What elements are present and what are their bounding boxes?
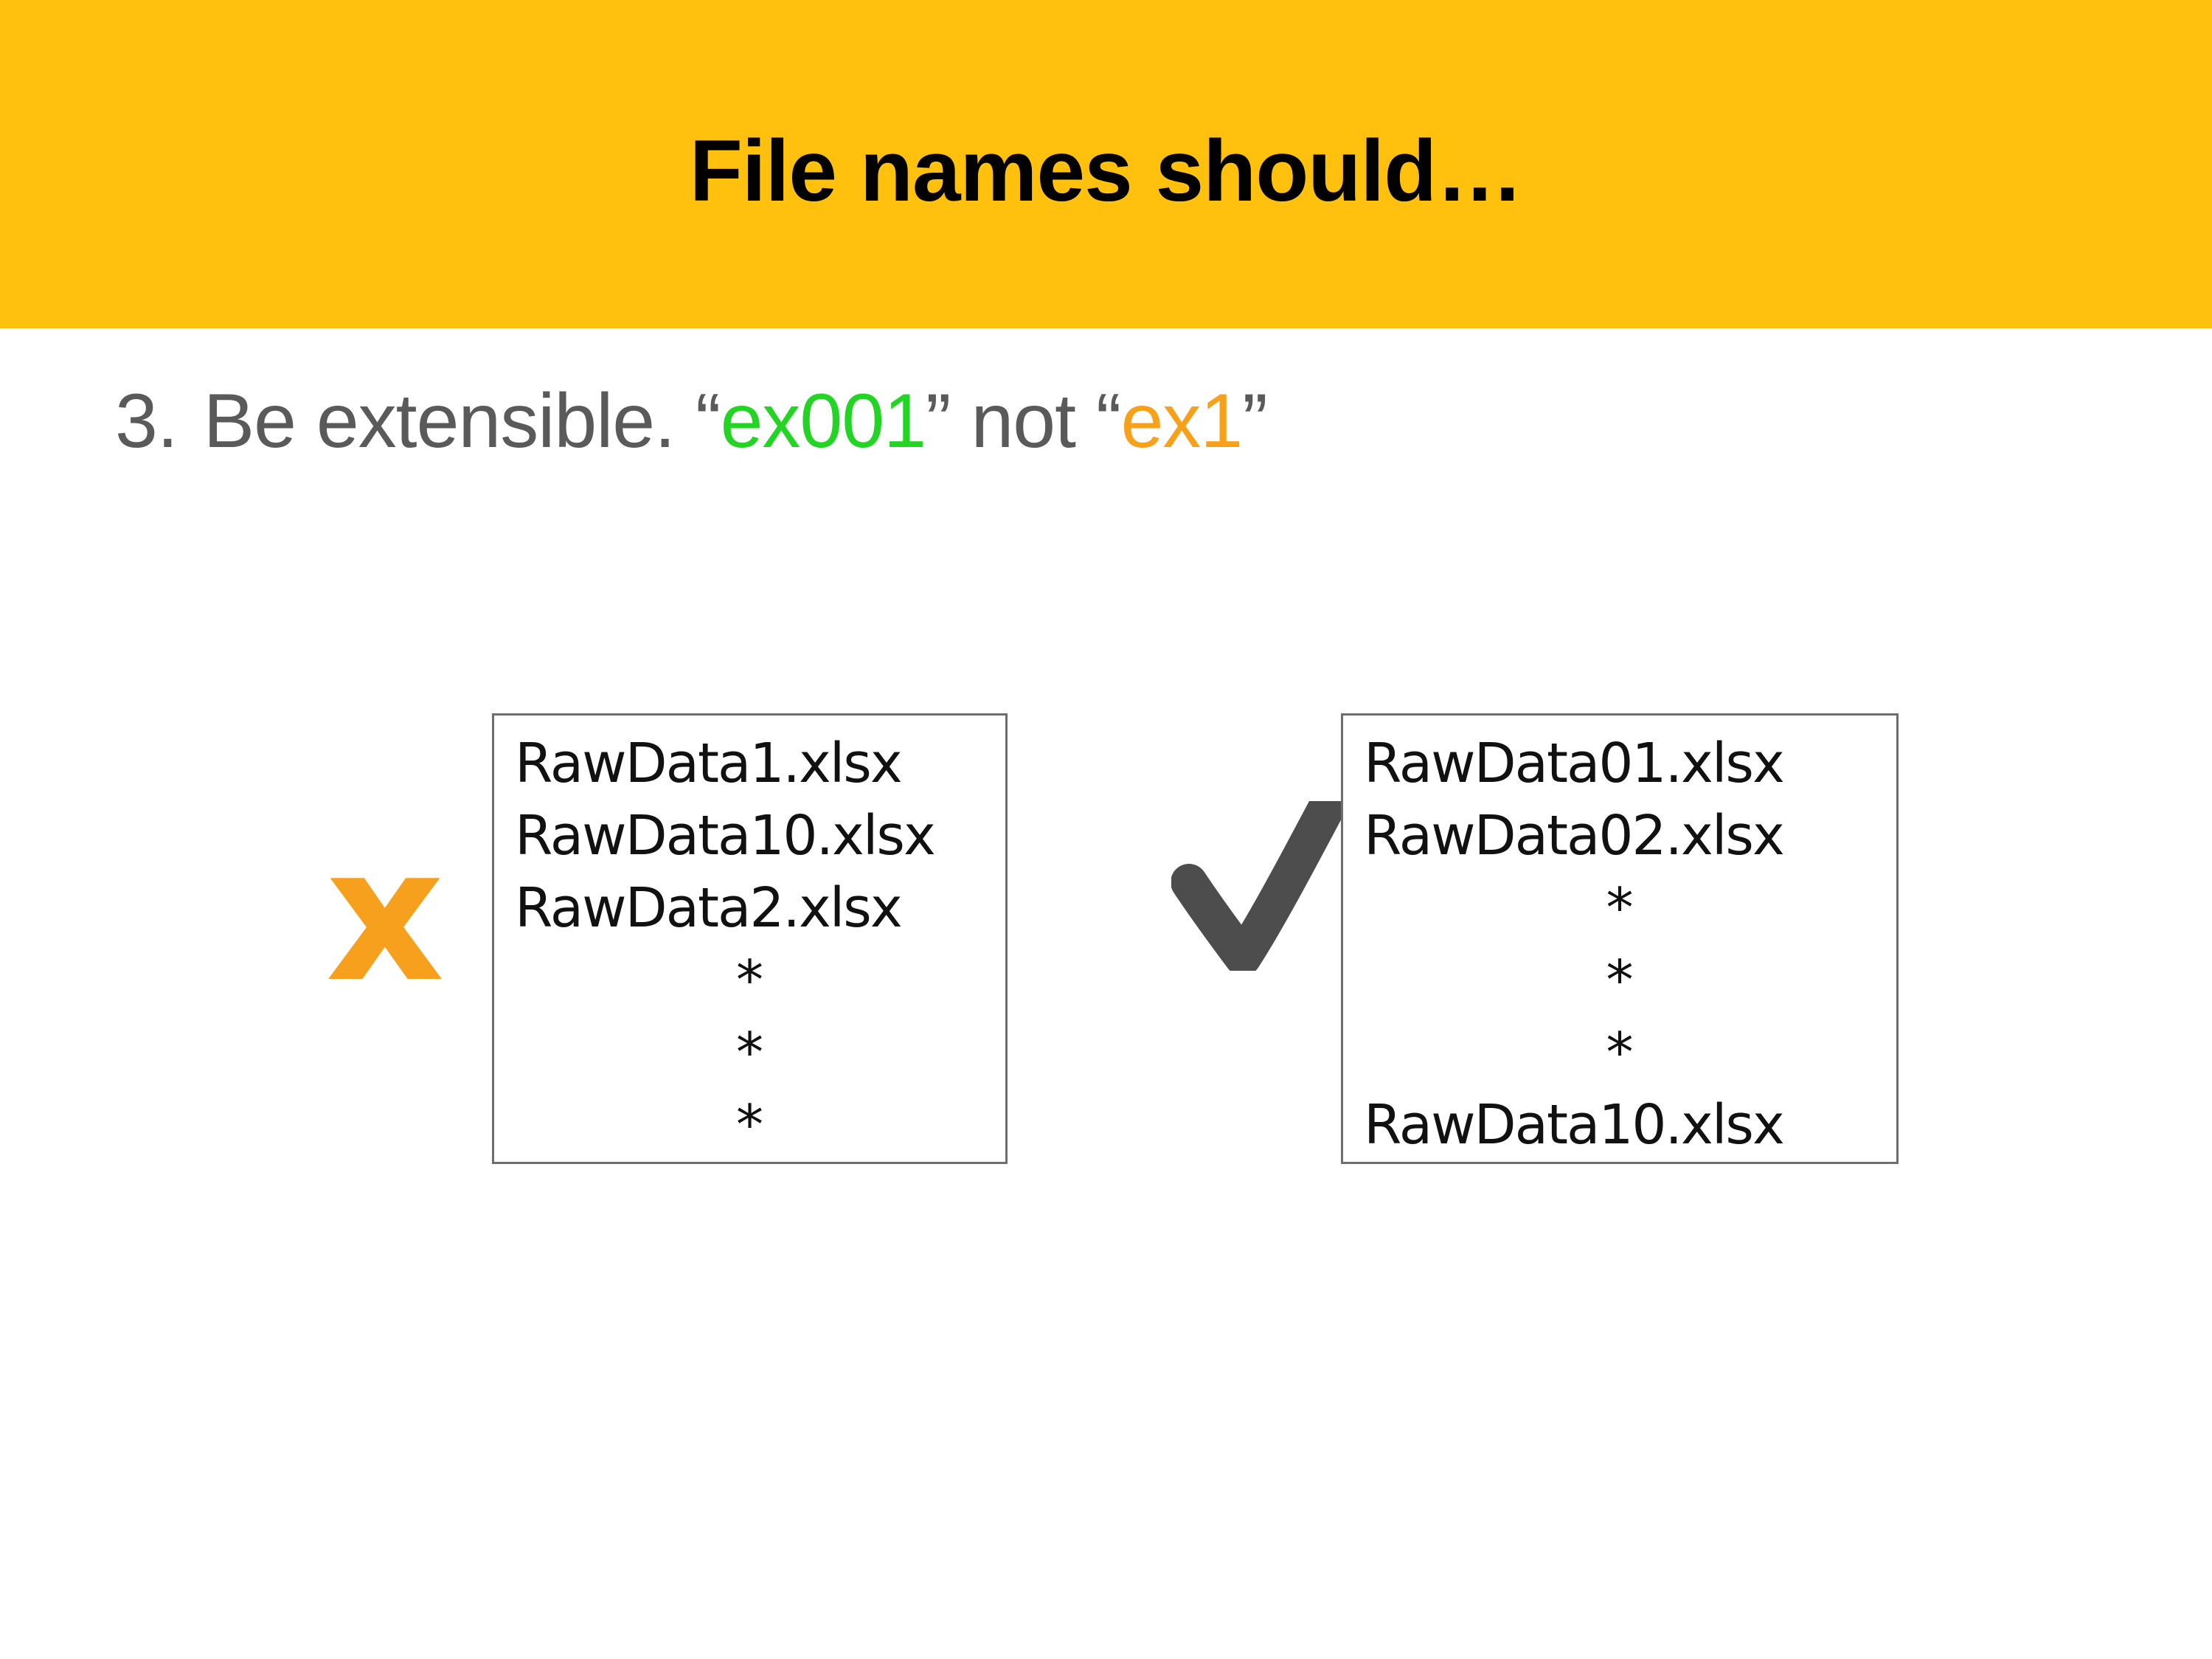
bullet-text: Be extensible. “ex001” not “ex1” [203, 378, 1268, 464]
bullet-line: 3. Be extensible. “ex001” not “ex1” [115, 378, 1268, 464]
x-mark-icon: x [325, 807, 445, 1022]
page-title: File names should… [689, 122, 1523, 220]
file-row: RawData01.xlsx [1364, 732, 1785, 795]
file-row: * [736, 1021, 763, 1084]
bullet-text-mid: ” not “ [925, 378, 1122, 464]
bullet-text-end-quote: ” [1242, 378, 1268, 464]
file-row: RawData10.xlsx [1364, 1093, 1785, 1157]
file-row: * [736, 1093, 763, 1157]
file-row: * [736, 949, 763, 1012]
file-row: RawData2.xlsx [515, 876, 903, 940]
good-files-box: RawData01.xlsx RawData02.xlsx * * * RawD… [1341, 713, 1899, 1164]
header-band [0, 0, 2212, 328]
file-row: * [1606, 876, 1634, 940]
check-mark-icon [1171, 801, 1341, 971]
bullet-good-term: ex001 [720, 378, 926, 464]
file-row: * [1606, 1021, 1634, 1084]
file-row: RawData1.xlsx [515, 732, 903, 795]
bullet-text-lead: Be extensible. “ [203, 378, 721, 464]
file-row: RawData02.xlsx [1364, 804, 1785, 867]
bullet-number: 3. [115, 378, 178, 464]
file-row: RawData10.xlsx [515, 804, 936, 867]
bad-files-box: RawData1.xlsx RawData10.xlsx RawData2.xl… [492, 713, 1008, 1164]
bullet-bad-term: ex1 [1120, 378, 1244, 464]
file-row: * [1606, 949, 1634, 1012]
